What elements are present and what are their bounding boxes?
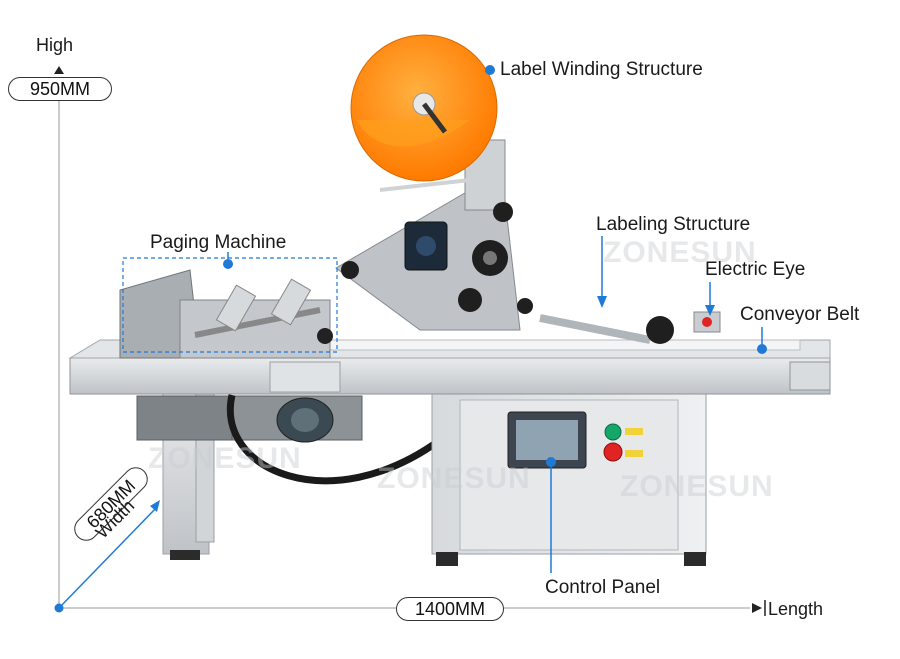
- watermark: ZONESUN: [603, 236, 757, 269]
- label-reel: [350, 34, 498, 192]
- conveyor-belt-callout: Conveyor Belt: [740, 304, 860, 325]
- conveyor-frame: [68, 339, 831, 395]
- control-panel-callout: Control Panel: [545, 577, 661, 598]
- watermark: ZONESUN: [377, 462, 531, 495]
- height-label: High: [36, 35, 74, 55]
- watermark: ZONESUN: [620, 470, 774, 503]
- callout-leaders: [223, 65, 767, 573]
- paging-machine-callout: Paging Machine: [150, 232, 287, 253]
- labeling-structure-callout: Labeling Structure: [596, 214, 751, 235]
- paging-machine-body: [119, 269, 333, 359]
- motor-assembly: [226, 394, 443, 485]
- paging-machine-highlight: [122, 257, 338, 353]
- electric-eye-sensor: [693, 311, 721, 333]
- control-cabinet: [431, 393, 707, 566]
- electric-eye-callout: Electric Eye: [705, 259, 806, 280]
- length-label: Length: [768, 599, 824, 619]
- height-value: 950MM: [8, 77, 112, 101]
- length-value: 1400MM: [396, 597, 504, 621]
- watermark: ZONESUN: [148, 442, 302, 475]
- label-winding-callout: Label Winding Structure: [500, 59, 703, 80]
